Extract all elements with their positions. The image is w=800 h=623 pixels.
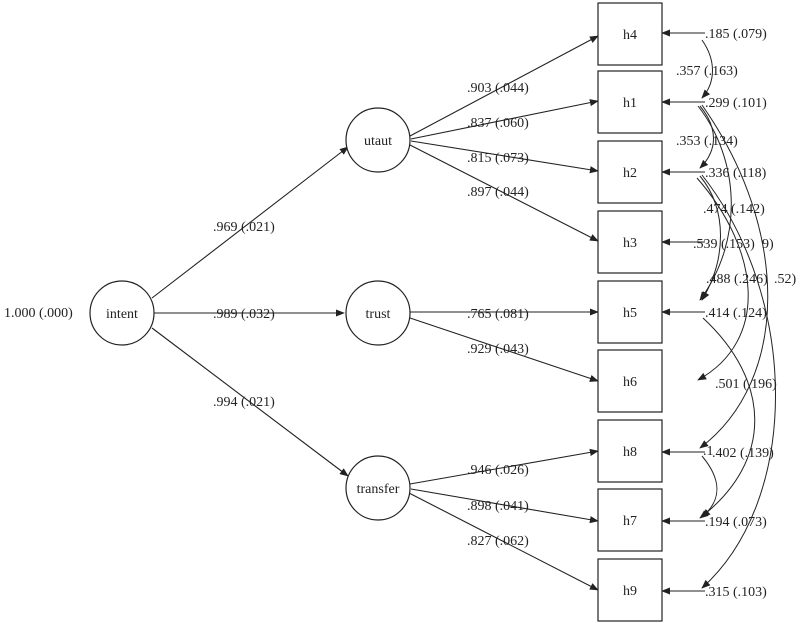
covariance-fragment: .52) bbox=[774, 272, 797, 287]
covariance-curve bbox=[701, 39, 713, 99]
covariance-label: .402 (.139) bbox=[712, 446, 774, 461]
indicator-h7: h7 bbox=[597, 488, 663, 552]
loading-label-h8: .946 (.026) bbox=[467, 463, 529, 478]
loading-transfer-h8 bbox=[409, 448, 599, 485]
structural-label-utaut: .969 (.021) bbox=[213, 220, 275, 235]
indicator-h4-box bbox=[597, 2, 663, 66]
loading-transfer-h7 bbox=[410, 488, 599, 524]
residual-labels: .185 (.079) .299 (.101) .336 (.118) .414… bbox=[705, 27, 767, 600]
loading-label-h9: .827 (.062) bbox=[467, 534, 529, 549]
indicator-h5-label: h5 bbox=[623, 306, 637, 321]
covariance-curve bbox=[701, 455, 718, 518]
indicator-h2-label: h2 bbox=[623, 166, 637, 181]
residual-label-h9: .315 (.103) bbox=[705, 585, 767, 600]
structural-paths bbox=[151, 146, 349, 477]
covariance-label: .488 (.246) bbox=[706, 272, 768, 287]
indicator-h7-label: h7 bbox=[623, 514, 637, 529]
residual-label-h1: .299 (.101) bbox=[705, 96, 767, 111]
factor-utaut: utaut bbox=[345, 107, 411, 173]
indicator-h3: h3 bbox=[597, 210, 663, 274]
indicator-h6: h6 bbox=[597, 349, 663, 413]
indicator-h6-label: h6 bbox=[623, 375, 637, 390]
indicator-h1-box bbox=[597, 70, 663, 134]
indicator-h4-label: h4 bbox=[623, 28, 637, 43]
factor-transfer-circle bbox=[345, 455, 411, 521]
indicators: h4 h1 h2 h3 h5 h6 h8 h7 bbox=[597, 2, 663, 622]
covariance-curve bbox=[701, 174, 776, 589]
latent-factors: intent utaut trust transfer bbox=[89, 107, 411, 521]
structural-label-trust: .989 (.032) bbox=[213, 307, 275, 322]
factor-intent-label: intent bbox=[106, 307, 138, 322]
factor-transfer-label: transfer bbox=[357, 482, 400, 497]
loading-label-h1: .837 (.060) bbox=[467, 116, 529, 131]
covariance-curve bbox=[699, 175, 721, 301]
residual-label-h5: .414 (.124) bbox=[705, 306, 767, 321]
loading-utaut-h2 bbox=[410, 140, 599, 174]
indicator-h6-box bbox=[597, 349, 663, 413]
loading-utaut-h4 bbox=[409, 35, 599, 137]
loading-label-h5: .765 (.081) bbox=[467, 307, 529, 322]
indicator-h7-box bbox=[597, 488, 663, 552]
indicator-h5: h5 bbox=[597, 280, 663, 344]
loading-utaut-h1 bbox=[410, 99, 599, 140]
loading-label-h3: .897 (.044) bbox=[467, 185, 529, 200]
path-labels: 1.000 (.000) .969 (.021) .989 (.032) .99… bbox=[4, 81, 529, 549]
covariance-fragment: .1 bbox=[703, 444, 714, 459]
indicator-h1: h1 bbox=[597, 70, 663, 134]
loading-transfer-h9 bbox=[408, 492, 599, 591]
residual-arrows bbox=[661, 29, 705, 595]
factor-utaut-label: utaut bbox=[364, 134, 392, 149]
structural-label-transfer: .994 (.021) bbox=[213, 395, 275, 410]
path-intent-utaut bbox=[151, 146, 349, 299]
error-covariances bbox=[696, 39, 776, 589]
indicator-h9: h9 bbox=[597, 558, 663, 622]
residual-label-h7: .194 (.073) bbox=[705, 515, 767, 530]
covariance-curve bbox=[699, 105, 714, 169]
covariance-curve bbox=[697, 105, 732, 301]
covariance-label: .474 (.142) bbox=[703, 202, 765, 217]
loading-label-h6: .929 (.043) bbox=[467, 342, 529, 357]
loading-label-h2: .815 (.073) bbox=[467, 151, 529, 166]
indicator-h2-box bbox=[597, 140, 663, 204]
indicator-h5-box bbox=[597, 280, 663, 344]
indicator-h1-label: h1 bbox=[623, 96, 637, 111]
intent-variance-label: 1.000 (.000) bbox=[4, 306, 73, 321]
indicator-h8-box bbox=[597, 419, 663, 483]
indicator-h8: h8 bbox=[597, 419, 663, 483]
factor-trust-label: trust bbox=[366, 307, 391, 322]
indicator-h4: h4 bbox=[597, 2, 663, 66]
loadings bbox=[408, 35, 599, 591]
covariance-fragment: 9) bbox=[762, 237, 774, 252]
indicator-h9-box bbox=[597, 558, 663, 622]
covariance-curve bbox=[696, 177, 749, 381]
indicator-h3-label: h3 bbox=[623, 236, 637, 251]
covariance-label: .357 (.163) bbox=[676, 64, 738, 79]
residual-label-h2: .336 (.118) bbox=[705, 166, 767, 181]
factor-transfer: transfer bbox=[345, 455, 411, 521]
covariance-label: .539 (.153) bbox=[693, 237, 755, 252]
indicator-h2: h2 bbox=[597, 140, 663, 204]
covariance-curve bbox=[699, 317, 756, 519]
loading-trust-h6 bbox=[409, 317, 599, 382]
covariance-label: .501 (.196) bbox=[715, 377, 777, 392]
loading-label-h4: .903 (.044) bbox=[467, 81, 529, 96]
indicator-h3-box bbox=[597, 210, 663, 274]
factor-intent-circle bbox=[89, 280, 155, 346]
factor-utaut-circle bbox=[345, 107, 411, 173]
factor-trust: trust bbox=[345, 280, 411, 346]
covariance-curve bbox=[699, 104, 769, 449]
indicator-h8-label: h8 bbox=[623, 445, 637, 460]
residual-label-h4: .185 (.079) bbox=[705, 27, 767, 42]
loading-label-h7: .898 (.041) bbox=[467, 499, 529, 514]
covariance-label: .353 (.134) bbox=[676, 134, 738, 149]
path-intent-transfer bbox=[151, 327, 349, 477]
indicator-h9-label: h9 bbox=[623, 584, 637, 599]
factor-trust-circle bbox=[345, 280, 411, 346]
loading-utaut-h3 bbox=[409, 144, 599, 242]
factor-intent: intent bbox=[89, 280, 155, 346]
covariance-labels: .357 (.163) .353 (.134) .474 (.142) .539… bbox=[676, 64, 797, 461]
